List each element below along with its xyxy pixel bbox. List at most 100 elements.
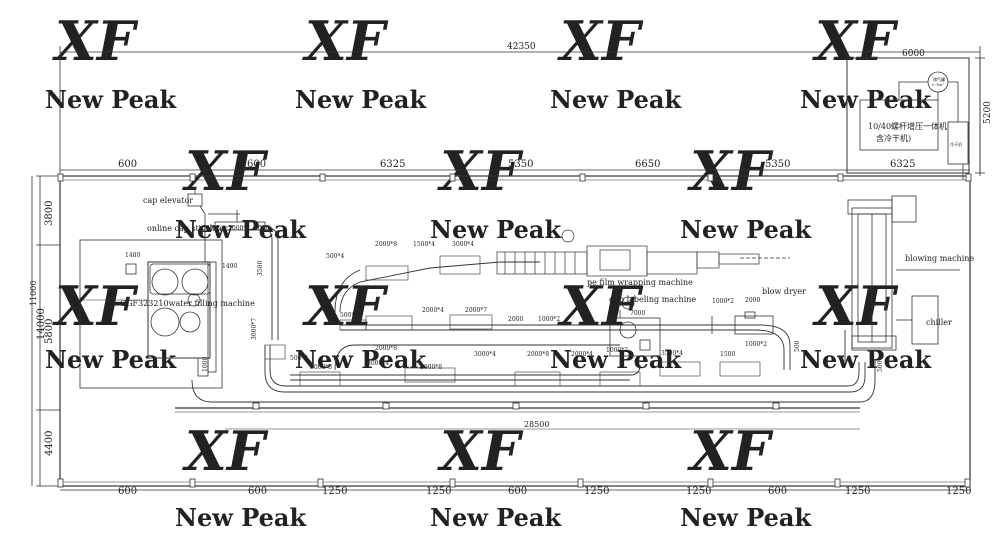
watermark-text: New Peak: [550, 85, 682, 114]
dim-top: 5350: [765, 159, 790, 170]
conveyor-dim: 2000*8: [375, 241, 397, 248]
svg-text:XF: XF: [302, 9, 389, 73]
tank-label: 储气罐: [933, 76, 945, 82]
dim-top: 600: [118, 159, 137, 170]
conveyor-dims: 2000*8 1500*4 3000*4 500*4 2000*4 2000*7…: [125, 225, 884, 372]
conveyor-dim: 3000*4: [452, 241, 474, 248]
dim-overall: 42350: [507, 42, 536, 52]
conveyor-dim: 2000*7: [465, 307, 487, 314]
watermark-text: New Peak: [295, 345, 427, 374]
watermark-text: New Peak: [45, 85, 177, 114]
blow-dryer-label: blow dryer: [762, 287, 806, 296]
conveyor-dim: 500*4: [340, 312, 358, 319]
svg-text:XF: XF: [687, 139, 774, 203]
conveyor-dim: 3000*4: [367, 360, 389, 367]
conveyor-dim: 500: [877, 360, 884, 372]
svg-text:XF: XF: [302, 274, 389, 338]
svg-text:XF: XF: [812, 9, 899, 73]
watermark-text: New Peak: [800, 345, 932, 374]
dim-bottom: 1250: [845, 486, 870, 497]
dim-top: 600: [247, 159, 266, 170]
dim-left-inner: 11000: [29, 281, 38, 306]
conveyor-dim: 2000*8: [375, 345, 397, 352]
conveyor-dim: 3000*7: [251, 318, 258, 340]
svg-text:XF: XF: [557, 9, 644, 73]
dim-bottom: 600: [508, 486, 527, 497]
conveyor-dim: 500: [794, 340, 801, 352]
conveyor-dim: 1000*2: [745, 341, 767, 348]
pe-wrapping-machine: [496, 229, 790, 277]
blow-dryer: [711, 311, 774, 335]
svg-text:XF: XF: [52, 274, 139, 338]
dimension-labels: 42350 6000 5200 600 600 6325 5350 6650 5…: [29, 42, 993, 497]
svg-text:XF: XF: [687, 419, 774, 483]
conveyor-dim: 3000: [254, 225, 269, 232]
conveyor-dim: 1000: [202, 357, 209, 372]
conveyor-dim: 2000*4: [422, 307, 444, 314]
svg-text:XF: XF: [437, 419, 524, 483]
dim-bottom: 600: [118, 486, 137, 497]
conveyor-dim: 1000*2: [538, 316, 560, 323]
watermark-text: New Peak: [430, 215, 562, 244]
conveyor-segments: [264, 255, 761, 387]
watermark: XF XF XF XF XF XF XF XF XF XF XF XF XF XF New Peak…: [45, 9, 932, 532]
conveyor-dim: 3500: [257, 261, 264, 276]
dim-floor-length: 28500: [524, 420, 549, 429]
dim-room-width: 6000: [902, 49, 925, 59]
tank-spec: 0.1m³: [932, 82, 944, 87]
dim-top: 6650: [635, 159, 660, 170]
conveyor-dim: 7000: [630, 310, 645, 317]
dim-bottom: 1250: [426, 486, 451, 497]
blowing-machine: [847, 195, 960, 351]
cap-elevator-label: cap elevator: [143, 196, 193, 205]
dim-left: 4400: [44, 431, 55, 456]
svg-text:XF: XF: [437, 139, 524, 203]
conveyor-dim: 1500: [720, 351, 735, 358]
watermark-text: New Peak: [430, 503, 562, 532]
watermark-text: New Peak: [800, 85, 932, 114]
dim-top: 6325: [890, 159, 915, 170]
svg-text:XF: XF: [557, 274, 644, 338]
cap-sterilizer-label: online cap sterilizer: [147, 224, 228, 233]
dim-room-height: 5200: [983, 101, 993, 124]
watermark-text: New Peak: [45, 345, 177, 374]
conveyor-dim: 1490: [222, 263, 237, 270]
conveyor-dim: 1500*4: [413, 241, 435, 248]
svg-text:XF: XF: [182, 139, 269, 203]
blowing-machine-label: blowing machine: [905, 254, 974, 263]
dim-left: 3800: [44, 201, 55, 226]
watermark-text: New Peak: [680, 503, 812, 532]
dim-bottom: 1250: [322, 486, 347, 497]
conveyor-dim: 2000*8: [310, 364, 332, 371]
conveyor-dim: 2000*2: [228, 225, 250, 232]
conveyor-dim: 2000*8: [420, 364, 442, 371]
dim-bottom: 1250: [686, 486, 711, 497]
conveyor-dim: 3500*4: [661, 350, 683, 357]
conveyor-dim: 1000*2: [198, 225, 220, 232]
conveyor-dim: 500*4: [326, 253, 344, 260]
opp-labeling-label: opp labeling machine: [609, 295, 696, 304]
svg-text:XF: XF: [812, 274, 899, 338]
conveyor-dim: 1000*2: [606, 347, 628, 354]
dim-bottom: 1250: [946, 486, 971, 497]
watermark-text: New Peak: [175, 215, 307, 244]
watermark-text: New Peak: [175, 503, 307, 532]
dim-bottom: 1250: [584, 486, 609, 497]
svg-text:XF: XF: [52, 9, 139, 73]
conveyor-dim: 3000*4: [474, 351, 496, 358]
conveyor-dim: 500*4: [290, 355, 308, 362]
conveyor-dim: 2000: [508, 316, 523, 323]
watermark-text: New Peak: [295, 85, 427, 114]
chiller: [896, 295, 939, 345]
filling-machine: [79, 239, 223, 389]
column-markers: [57, 173, 972, 488]
dim-left: 5800: [44, 319, 55, 344]
dryer-label: 冷干机: [950, 141, 962, 147]
dim-left-total: 14000: [36, 308, 47, 340]
dim-top: 5350: [508, 159, 533, 170]
compressor-room: [859, 71, 969, 180]
dim-bottom: 600: [248, 486, 267, 497]
svg-text:XF: XF: [182, 419, 269, 483]
